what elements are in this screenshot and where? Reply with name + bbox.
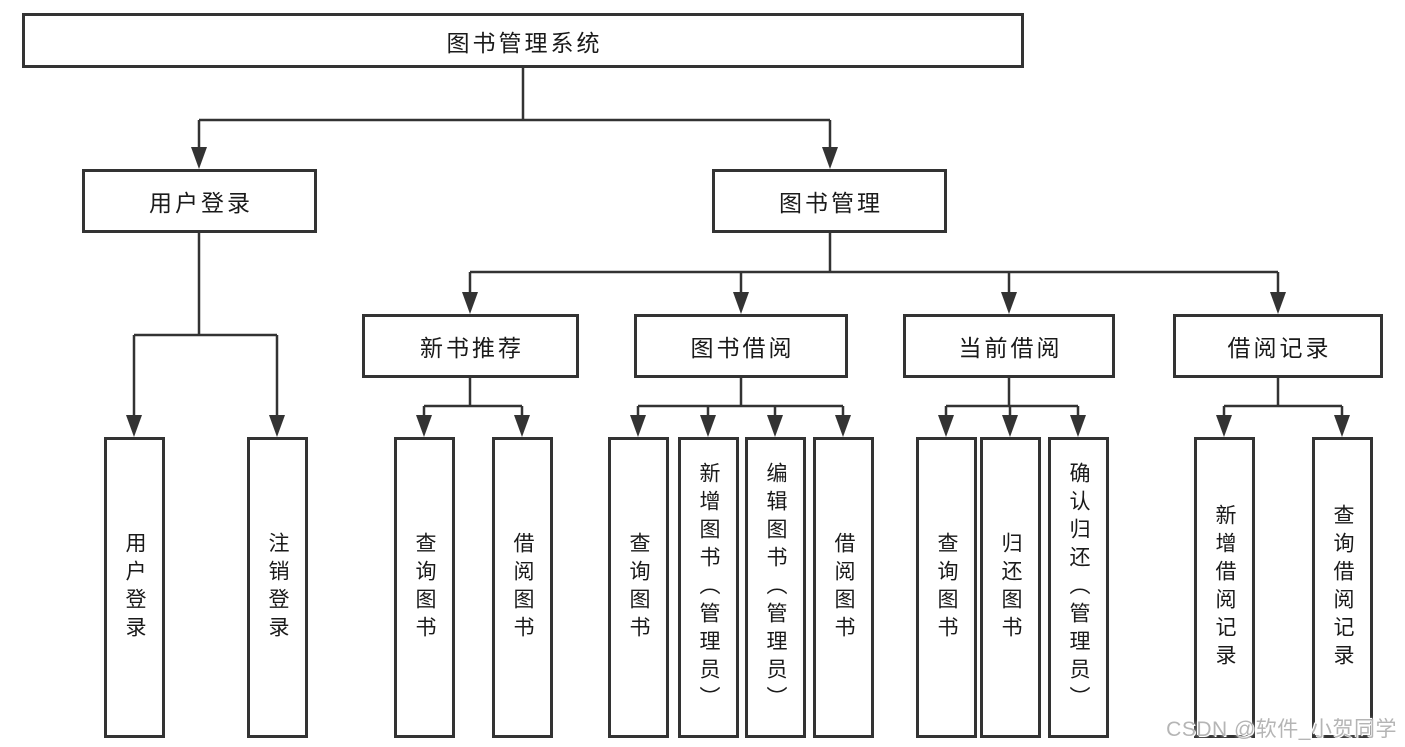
node-current-borrowing-label: 当前借阅 <box>958 335 1063 361</box>
leaf-borrow-books: 借阅图书 <box>813 437 874 738</box>
leaf-user-login-label: 用户登录 <box>123 531 146 644</box>
node-user-login: 用户登录 <box>82 169 317 233</box>
leaf-query-books-recommend-label: 查询图书 <box>413 531 436 644</box>
node-root-label: 图书管理系统 <box>446 29 603 56</box>
leaf-return-book-label: 归还图书 <box>999 531 1022 644</box>
leaf-query-books-borrow: 查询图书 <box>608 437 669 738</box>
node-borrowing-records: 借阅记录 <box>1173 314 1383 378</box>
leaf-query-books-borrow-label: 查询图书 <box>627 531 650 644</box>
leaf-query-borrow-record: 查询借阅记录 <box>1312 437 1373 738</box>
node-borrowing-records-label: 借阅记录 <box>1227 335 1332 361</box>
leaf-add-book-admin-label: 新增图书（管理员） <box>697 461 720 714</box>
leaf-add-borrow-record-label: 新增借阅记录 <box>1213 503 1236 672</box>
leaf-query-books-recommend: 查询图书 <box>394 437 455 738</box>
leaf-return-book: 归还图书 <box>980 437 1041 738</box>
leaf-user-login: 用户登录 <box>104 437 165 738</box>
leaf-add-book-admin: 新增图书（管理员） <box>678 437 739 738</box>
leaf-query-books-current: 查询图书 <box>916 437 977 738</box>
node-current-borrowing: 当前借阅 <box>903 314 1115 378</box>
node-new-book-recommend: 新书推荐 <box>362 314 579 378</box>
leaf-confirm-return-admin: 确认归还（管理员） <box>1048 437 1109 738</box>
node-book-borrowing: 图书借阅 <box>634 314 848 378</box>
leaf-query-books-current-label: 查询图书 <box>935 531 958 644</box>
leaf-confirm-return-admin-label: 确认归还（管理员） <box>1067 461 1090 714</box>
leaf-borrow-books-recommend-label: 借阅图书 <box>511 531 534 644</box>
leaf-logout: 注销登录 <box>247 437 308 738</box>
leaf-borrow-books-label: 借阅图书 <box>832 531 855 644</box>
node-new-book-recommend-label: 新书推荐 <box>420 335 524 361</box>
leaf-edit-book-admin-label: 编辑图书（管理员） <box>764 461 787 714</box>
node-book-management: 图书管理 <box>712 169 947 233</box>
node-book-management-label: 图书管理 <box>779 190 883 216</box>
leaf-edit-book-admin: 编辑图书（管理员） <box>745 437 806 738</box>
leaf-add-borrow-record: 新增借阅记录 <box>1194 437 1255 738</box>
leaf-logout-label: 注销登录 <box>266 531 289 644</box>
csdn-watermark: CSDN @软件_小贺同学 <box>1166 718 1397 741</box>
leaf-query-borrow-record-label: 查询借阅记录 <box>1331 503 1354 672</box>
node-root: 图书管理系统 <box>22 13 1024 68</box>
node-user-login-label: 用户登录 <box>149 190 253 216</box>
node-book-borrowing-label: 图书借阅 <box>690 335 795 361</box>
leaf-borrow-books-recommend: 借阅图书 <box>492 437 553 738</box>
